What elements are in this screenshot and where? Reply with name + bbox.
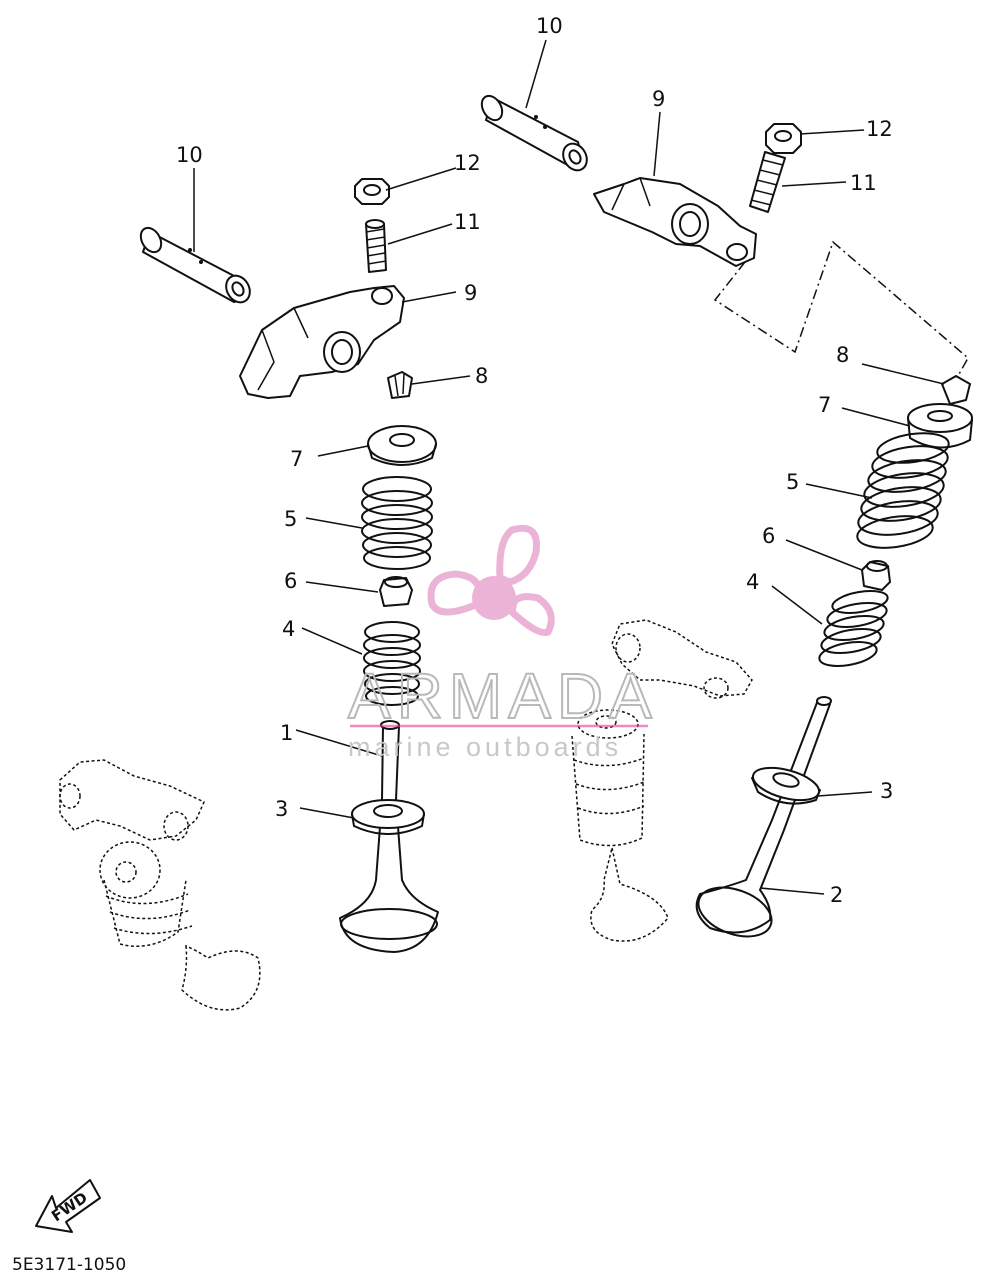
watermark: ARMADA marine outboards [347, 524, 658, 762]
label-10-left: 10 [176, 143, 203, 167]
diagram-code: 5E3171-1050 [12, 1255, 126, 1275]
adjust-screw-left [365, 219, 387, 273]
rocker-shaft-top [480, 94, 588, 172]
label-7-left: 7 [290, 447, 303, 471]
valve-cotter-left [387, 371, 413, 399]
propeller-logo-icon [427, 524, 555, 637]
label-5-left: 5 [284, 507, 297, 531]
rocker-shaft-left [139, 226, 251, 304]
rocker-arm-right [593, 177, 757, 267]
inner-spring-right [818, 590, 889, 667]
label-5-right: 5 [786, 470, 799, 494]
label-12-right: 12 [866, 117, 893, 141]
label-4-left: 4 [282, 617, 295, 641]
outer-spring-left [361, 476, 433, 570]
spring-seat-right [751, 766, 821, 805]
label-10-top: 10 [536, 14, 563, 38]
watermark-tagline: marine outboards [348, 732, 622, 762]
locknut-left [354, 178, 390, 205]
outer-spring-right [856, 432, 950, 549]
label-1: 1 [280, 721, 293, 745]
valve-cotter-right [941, 375, 971, 405]
label-11-right: 11 [850, 171, 877, 195]
label-6-right: 6 [762, 524, 775, 548]
locknut-right [765, 123, 802, 154]
label-8-right: 8 [836, 343, 849, 367]
label-6-left: 6 [284, 569, 297, 593]
label-2: 2 [830, 883, 843, 907]
spring-seat-left [351, 799, 425, 835]
spring-retainer-left [367, 425, 437, 466]
label-3-right: 3 [880, 779, 893, 803]
label-9-left: 9 [464, 281, 477, 305]
leader-lines [193, 39, 945, 895]
label-7-right: 7 [818, 393, 831, 417]
label-3-left: 3 [275, 797, 288, 821]
stem-seal-right [861, 560, 891, 591]
fwd-direction-arrow: FWD [35, 1179, 101, 1233]
assembly-reference-line [713, 240, 969, 377]
rocker-arm-left [239, 285, 405, 399]
adjust-screw-right [749, 151, 786, 213]
stem-seal-left [379, 576, 413, 607]
inner-spring-left [363, 621, 421, 706]
label-12-left: 12 [454, 151, 481, 175]
valve-right [695, 696, 832, 938]
spring-retainer-right [907, 403, 973, 449]
label-9-right: 9 [652, 87, 665, 111]
watermark-brand: ARMADA [348, 660, 658, 732]
label-8-left: 8 [475, 364, 488, 388]
phantom-assembly-left [59, 759, 261, 1011]
phantom-assembly-center [571, 619, 753, 942]
label-4-right: 4 [746, 570, 759, 594]
label-11-left: 11 [454, 210, 481, 234]
